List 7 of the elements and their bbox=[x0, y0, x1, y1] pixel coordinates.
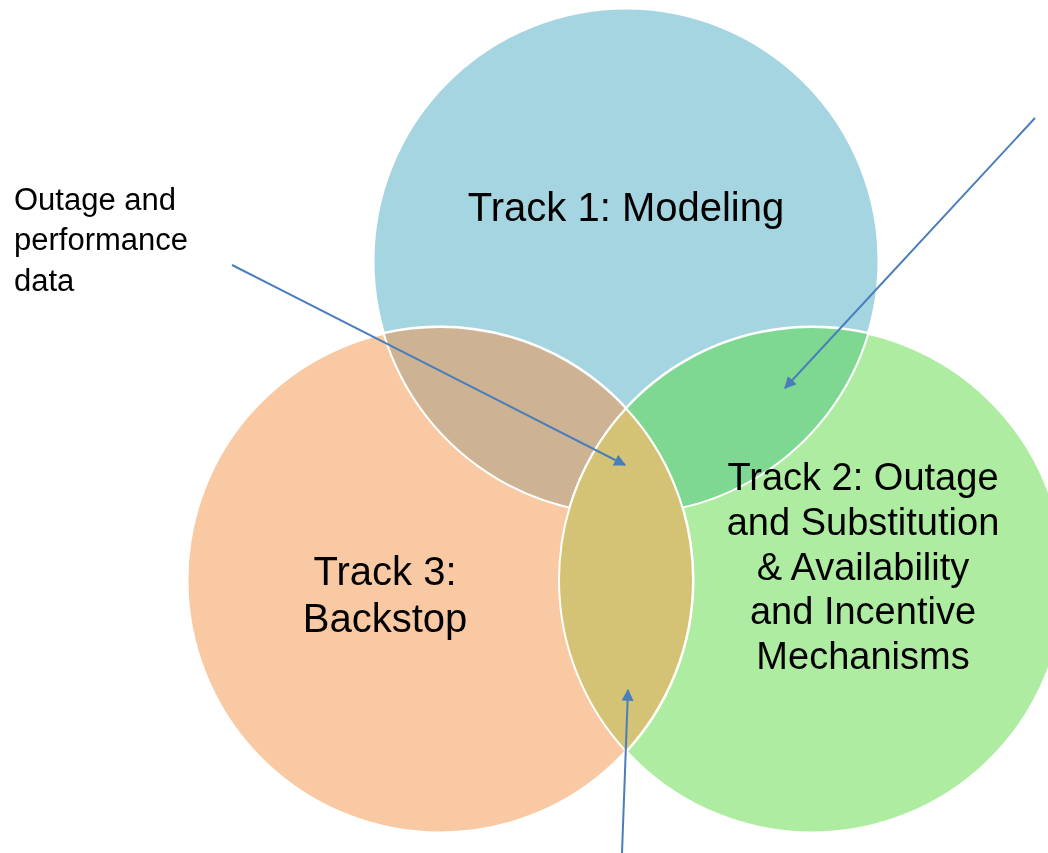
circle-title: Track 1: Modeling bbox=[466, 184, 786, 231]
annotation-text: Outage and performance data bbox=[14, 180, 244, 301]
circle-title: Track 3: Backstop bbox=[301, 548, 469, 643]
arrow bbox=[784, 117, 1036, 389]
circle-title: Track 2: Outage and Substitution & Availability and Incentive Mechanisms bbox=[725, 455, 1001, 680]
arrow bbox=[621, 688, 634, 853]
leader-line bbox=[231, 264, 627, 466]
